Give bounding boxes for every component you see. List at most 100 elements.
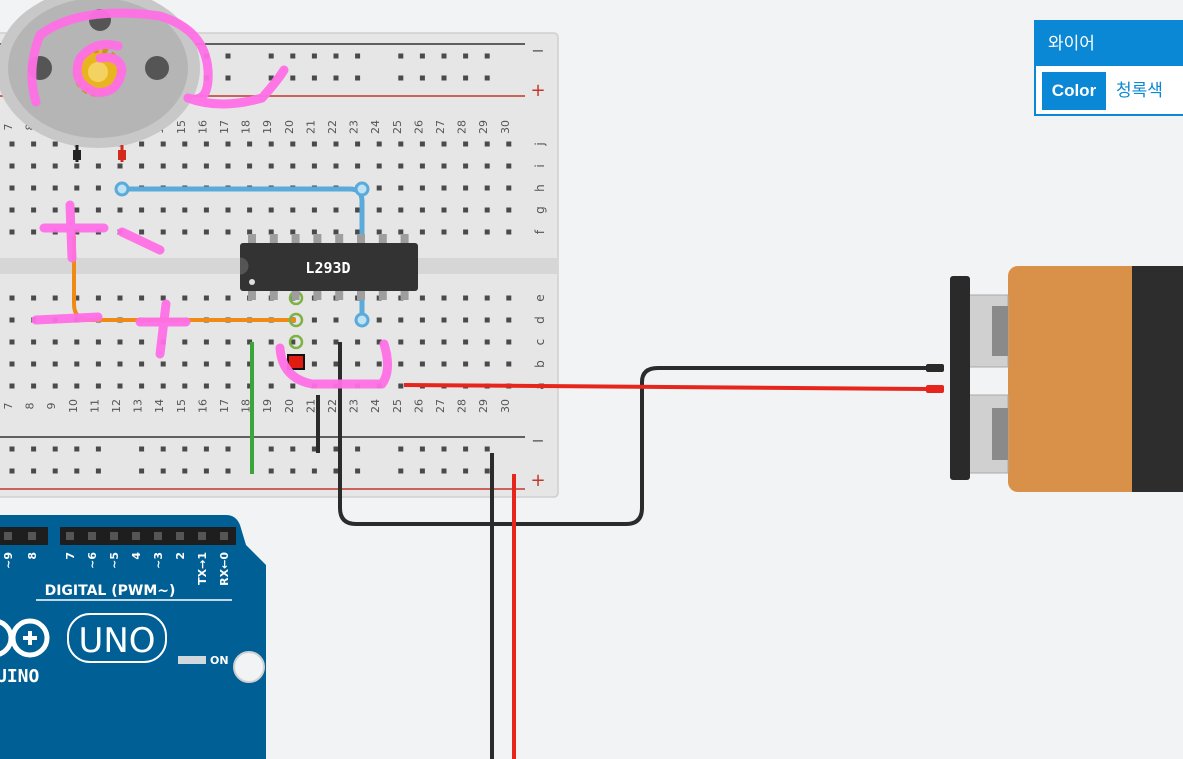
breadboard-hole[interactable] bbox=[290, 229, 296, 235]
breadboard-hole[interactable] bbox=[463, 185, 469, 191]
rail-hole[interactable] bbox=[182, 446, 188, 452]
breadboard-hole[interactable] bbox=[31, 207, 37, 213]
breadboard-hole[interactable] bbox=[268, 361, 274, 367]
rail-hole[interactable] bbox=[484, 53, 490, 59]
breadboard-hole[interactable] bbox=[441, 207, 447, 213]
rail-hole[interactable] bbox=[52, 446, 58, 452]
header-pin[interactable] bbox=[110, 532, 118, 540]
battery-9v[interactable] bbox=[926, 266, 1183, 492]
rail-hole[interactable] bbox=[268, 75, 274, 81]
breadboard-hole[interactable] bbox=[441, 141, 447, 147]
breadboard-hole[interactable] bbox=[31, 383, 37, 389]
breadboard-hole[interactable] bbox=[484, 141, 490, 147]
breadboard-hole[interactable] bbox=[9, 361, 15, 367]
breadboard-hole[interactable] bbox=[484, 163, 490, 169]
breadboard-hole[interactable] bbox=[225, 207, 231, 213]
breadboard-hole[interactable] bbox=[247, 383, 253, 389]
rail-hole[interactable] bbox=[95, 468, 101, 474]
breadboard-hole[interactable] bbox=[463, 229, 469, 235]
breadboard-hole[interactable] bbox=[441, 361, 447, 367]
breadboard-hole[interactable] bbox=[290, 207, 296, 213]
rail-hole[interactable] bbox=[9, 446, 15, 452]
breadboard-hole[interactable] bbox=[506, 361, 512, 367]
rail-hole[interactable] bbox=[398, 75, 404, 81]
breadboard-hole[interactable] bbox=[74, 339, 80, 345]
breadboard-hole[interactable] bbox=[139, 141, 145, 147]
breadboard-hole[interactable] bbox=[95, 361, 101, 367]
breadboard-hole[interactable] bbox=[376, 317, 382, 323]
breadboard-hole[interactable] bbox=[355, 361, 361, 367]
breadboard-hole[interactable] bbox=[268, 141, 274, 147]
breadboard-hole[interactable] bbox=[419, 207, 425, 213]
breadboard-hole[interactable] bbox=[139, 207, 145, 213]
breadboard-hole[interactable] bbox=[9, 295, 15, 301]
breadboard-hole[interactable] bbox=[9, 229, 15, 235]
rail-hole[interactable] bbox=[290, 446, 296, 452]
breadboard-hole[interactable] bbox=[31, 361, 37, 367]
breadboard-hole[interactable] bbox=[160, 163, 166, 169]
breadboard-hole[interactable] bbox=[311, 229, 317, 235]
breadboard-hole[interactable] bbox=[31, 163, 37, 169]
breadboard-hole[interactable] bbox=[419, 141, 425, 147]
breadboard-hole[interactable] bbox=[398, 229, 404, 235]
breadboard-hole[interactable] bbox=[333, 361, 339, 367]
breadboard-hole[interactable] bbox=[355, 339, 361, 345]
breadboard-hole[interactable] bbox=[9, 185, 15, 191]
rail-hole[interactable] bbox=[225, 53, 231, 59]
header-pin[interactable] bbox=[88, 532, 96, 540]
breadboard-hole[interactable] bbox=[203, 339, 209, 345]
rail-hole[interactable] bbox=[160, 446, 166, 452]
breadboard-hole[interactable] bbox=[74, 207, 80, 213]
breadboard-hole[interactable] bbox=[376, 141, 382, 147]
breadboard-hole[interactable] bbox=[290, 383, 296, 389]
breadboard-hole[interactable] bbox=[333, 229, 339, 235]
breadboard-hole[interactable] bbox=[160, 361, 166, 367]
breadboard-hole[interactable] bbox=[398, 339, 404, 345]
breadboard-hole[interactable] bbox=[160, 229, 166, 235]
breadboard-hole[interactable] bbox=[247, 141, 253, 147]
breadboard-hole[interactable] bbox=[311, 339, 317, 345]
breadboard-hole[interactable] bbox=[484, 339, 490, 345]
breadboard-hole[interactable] bbox=[333, 141, 339, 147]
rail-hole[interactable] bbox=[333, 468, 339, 474]
rail-hole[interactable] bbox=[139, 468, 145, 474]
header-pin[interactable] bbox=[4, 532, 12, 540]
rail-hole[interactable] bbox=[398, 53, 404, 59]
breadboard-hole[interactable] bbox=[376, 229, 382, 235]
breadboard-hole[interactable] bbox=[9, 383, 15, 389]
rail-hole[interactable] bbox=[268, 446, 274, 452]
header-pin[interactable] bbox=[66, 532, 74, 540]
breadboard-hole[interactable] bbox=[52, 295, 58, 301]
rail-hole[interactable] bbox=[225, 446, 231, 452]
breadboard-hole[interactable] bbox=[225, 163, 231, 169]
breadboard-hole[interactable] bbox=[95, 383, 101, 389]
breadboard-hole[interactable] bbox=[117, 361, 123, 367]
rail-hole[interactable] bbox=[463, 446, 469, 452]
breadboard-hole[interactable] bbox=[419, 229, 425, 235]
color-select[interactable]: 청록색 bbox=[1116, 81, 1163, 101]
breadboard-hole[interactable] bbox=[247, 207, 253, 213]
rail-hole[interactable] bbox=[203, 446, 209, 452]
breadboard-hole[interactable] bbox=[203, 207, 209, 213]
rail-hole[interactable] bbox=[463, 468, 469, 474]
breadboard-hole[interactable] bbox=[311, 207, 317, 213]
breadboard-hole[interactable] bbox=[463, 295, 469, 301]
rail-hole[interactable] bbox=[311, 468, 317, 474]
breadboard-hole[interactable] bbox=[506, 141, 512, 147]
breadboard-hole[interactable] bbox=[484, 229, 490, 235]
properties-panel[interactable]: 와이어 Color 청록색 bbox=[1034, 20, 1183, 116]
wires[interactable] bbox=[72, 181, 931, 759]
breadboard-hole[interactable] bbox=[9, 339, 15, 345]
breadboard-hole[interactable] bbox=[463, 141, 469, 147]
rail-hole[interactable] bbox=[419, 53, 425, 59]
breadboard-hole[interactable] bbox=[139, 229, 145, 235]
breadboard-hole[interactable] bbox=[355, 141, 361, 147]
rail-hole[interactable] bbox=[419, 75, 425, 81]
breadboard-hole[interactable] bbox=[376, 207, 382, 213]
rail-hole[interactable] bbox=[441, 75, 447, 81]
breadboard-hole[interactable] bbox=[484, 207, 490, 213]
rail-hole[interactable] bbox=[441, 468, 447, 474]
breadboard-hole[interactable] bbox=[398, 317, 404, 323]
breadboard-hole[interactable] bbox=[52, 141, 58, 147]
